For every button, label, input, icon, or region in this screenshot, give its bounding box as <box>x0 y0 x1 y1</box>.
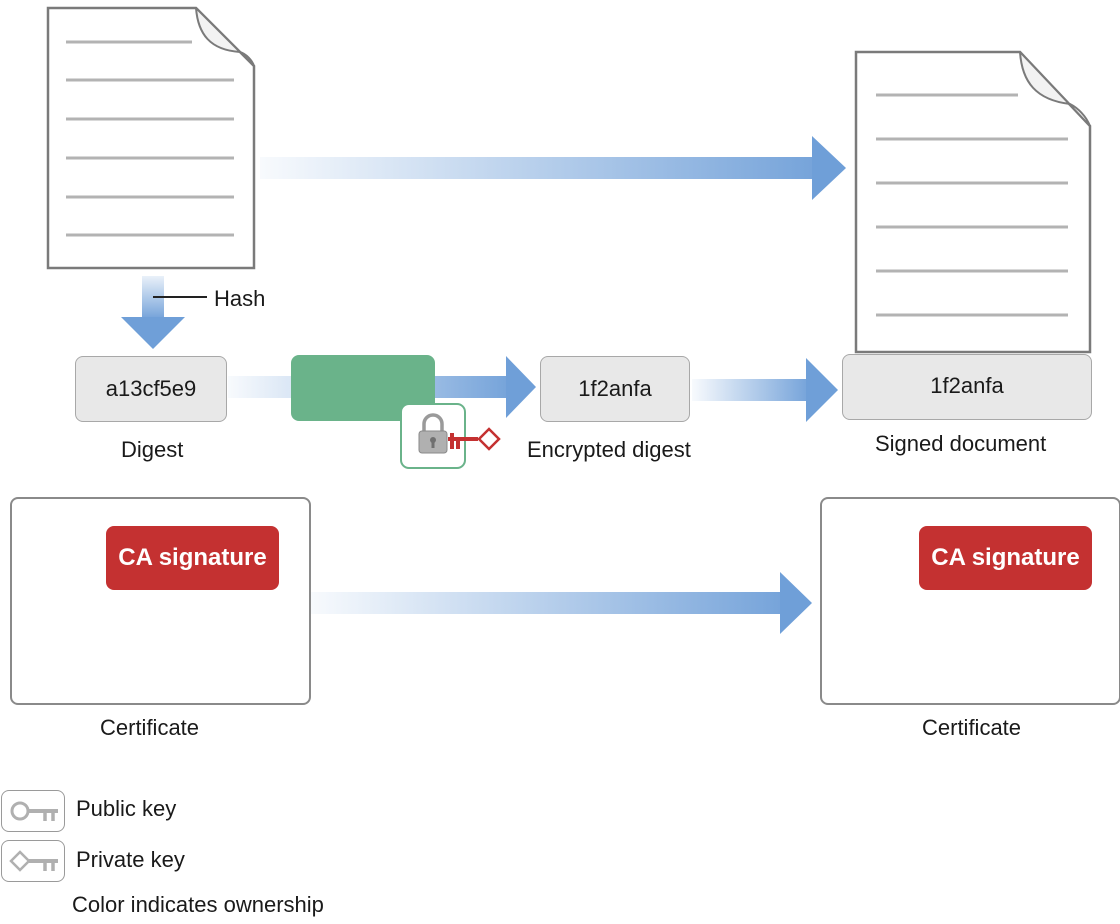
legend-private-key-label: Private key <box>76 847 185 872</box>
private-key-icon <box>448 427 501 451</box>
certificate-transfer-arrow <box>310 572 812 634</box>
legend-public-key-label: Public key <box>76 796 177 821</box>
hash-arrow <box>121 276 207 349</box>
document-icon <box>46 6 256 270</box>
hash-label: Hash <box>214 286 266 311</box>
digest-value: a13cf5e9 <box>105 376 197 401</box>
legend-note: Color indicates ownership <box>72 892 324 917</box>
lock-icon <box>418 413 448 454</box>
legend-public-key-box <box>1 790 65 832</box>
signed-digest-box: 1f2anfa <box>842 354 1092 420</box>
ca-signature-badge-right: CA signature <box>919 526 1092 590</box>
lock-key-box <box>400 403 466 469</box>
public-key-icon <box>10 801 58 821</box>
encrypted-digest-box: 1f2anfa <box>540 356 690 422</box>
ca-signature-label-left: CA signature <box>118 544 267 571</box>
signed-document-label: Signed document <box>875 431 1047 456</box>
certificate-right-label: Certificate <box>922 715 1022 740</box>
digest-box: a13cf5e9 <box>75 356 227 422</box>
encrypted-to-signed-arrow <box>692 358 838 422</box>
encrypted-digest-label: Encrypted digest <box>527 437 691 462</box>
signed-digest-value: 1f2anfa <box>930 373 1004 398</box>
ca-signature-badge-left: CA signature <box>106 526 279 590</box>
document-transfer-arrow <box>260 136 846 200</box>
digest-label: Digest <box>121 437 184 462</box>
encrypted-digest-value: 1f2anfa <box>578 376 652 401</box>
encrypt-block <box>291 355 435 421</box>
certificate-left-label: Certificate <box>100 715 200 740</box>
ca-signature-label-right: CA signature <box>931 544 1080 571</box>
legend-private-key-box <box>1 840 65 882</box>
signed-document-icon <box>854 50 1092 354</box>
private-key-legend-icon <box>9 850 58 872</box>
